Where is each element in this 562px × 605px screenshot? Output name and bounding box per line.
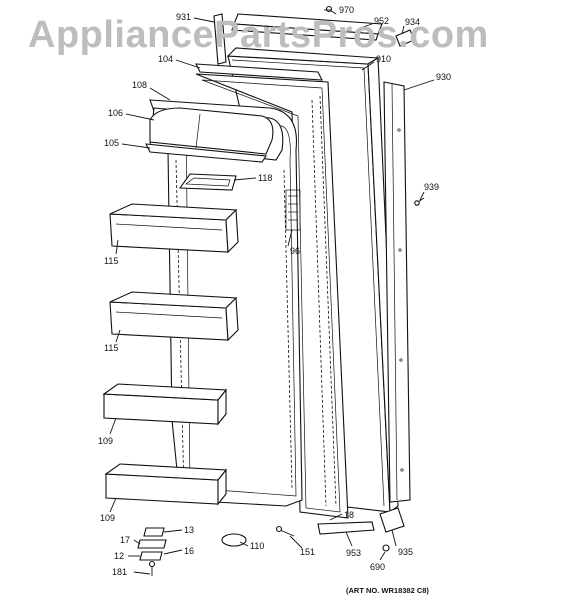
callout-934: 934	[405, 17, 420, 27]
callout-105: 105	[104, 138, 119, 148]
art-number: (ART NO. WR18382 C8)	[346, 586, 429, 595]
callout-181: 181	[112, 567, 127, 577]
callout-910: 910	[376, 54, 391, 64]
butter-dish	[178, 173, 237, 191]
callout-12: 12	[114, 551, 124, 561]
callout-17: 17	[120, 535, 130, 545]
top-trim	[195, 63, 323, 81]
bottom-trim	[317, 521, 375, 535]
callout-115-lower: 115	[104, 343, 118, 353]
callout-104: 104	[158, 54, 173, 64]
top-cap	[231, 13, 383, 41]
callout-931: 931	[176, 12, 191, 22]
callout-953: 953	[346, 548, 361, 558]
hinge-cap	[395, 29, 415, 47]
callout-939: 939	[424, 182, 439, 192]
door-bin-115-lower	[109, 291, 239, 342]
bottom-screw	[275, 525, 295, 537]
door-cam	[221, 533, 247, 547]
callout-970: 970	[339, 5, 354, 15]
callout-108: 108	[132, 80, 147, 90]
callout-935: 935	[398, 547, 413, 557]
callout-930: 930	[436, 72, 451, 82]
callout-115-upper: 115	[104, 256, 118, 266]
dairy-compartment	[145, 107, 284, 163]
callout-952: 952	[374, 16, 389, 26]
door-gasket	[195, 73, 349, 519]
callout-106: 106	[108, 108, 123, 118]
callout-109-lower: 109	[100, 513, 115, 523]
callout-151: 151	[300, 547, 315, 557]
washer	[382, 544, 390, 552]
callout-110: 110	[250, 541, 264, 551]
leader-lines	[109, 9, 435, 575]
callout-690: 690	[370, 562, 385, 572]
callout-18: 18	[344, 510, 354, 520]
site-watermark: AppliancePartsPros.com	[28, 14, 489, 56]
callout-96: 96	[290, 246, 300, 256]
callout-13: 13	[184, 525, 194, 535]
callout-labels: 931 970 952 934 104 910 930 108 106 105 …	[98, 5, 451, 577]
trim-screw	[414, 197, 425, 206]
hinge-hardware	[137, 527, 167, 576]
callout-16: 16	[184, 546, 194, 556]
callout-109-upper: 109	[98, 436, 113, 446]
door-shelf-109-upper	[102, 383, 228, 426]
hinge-arm	[213, 13, 227, 65]
callout-118: 118	[258, 173, 272, 183]
door-shelf-109-lower	[104, 463, 228, 506]
bottom-hinge-cap	[379, 507, 405, 533]
door-bin-115-upper	[109, 203, 239, 254]
door-handle-trim	[383, 81, 411, 503]
